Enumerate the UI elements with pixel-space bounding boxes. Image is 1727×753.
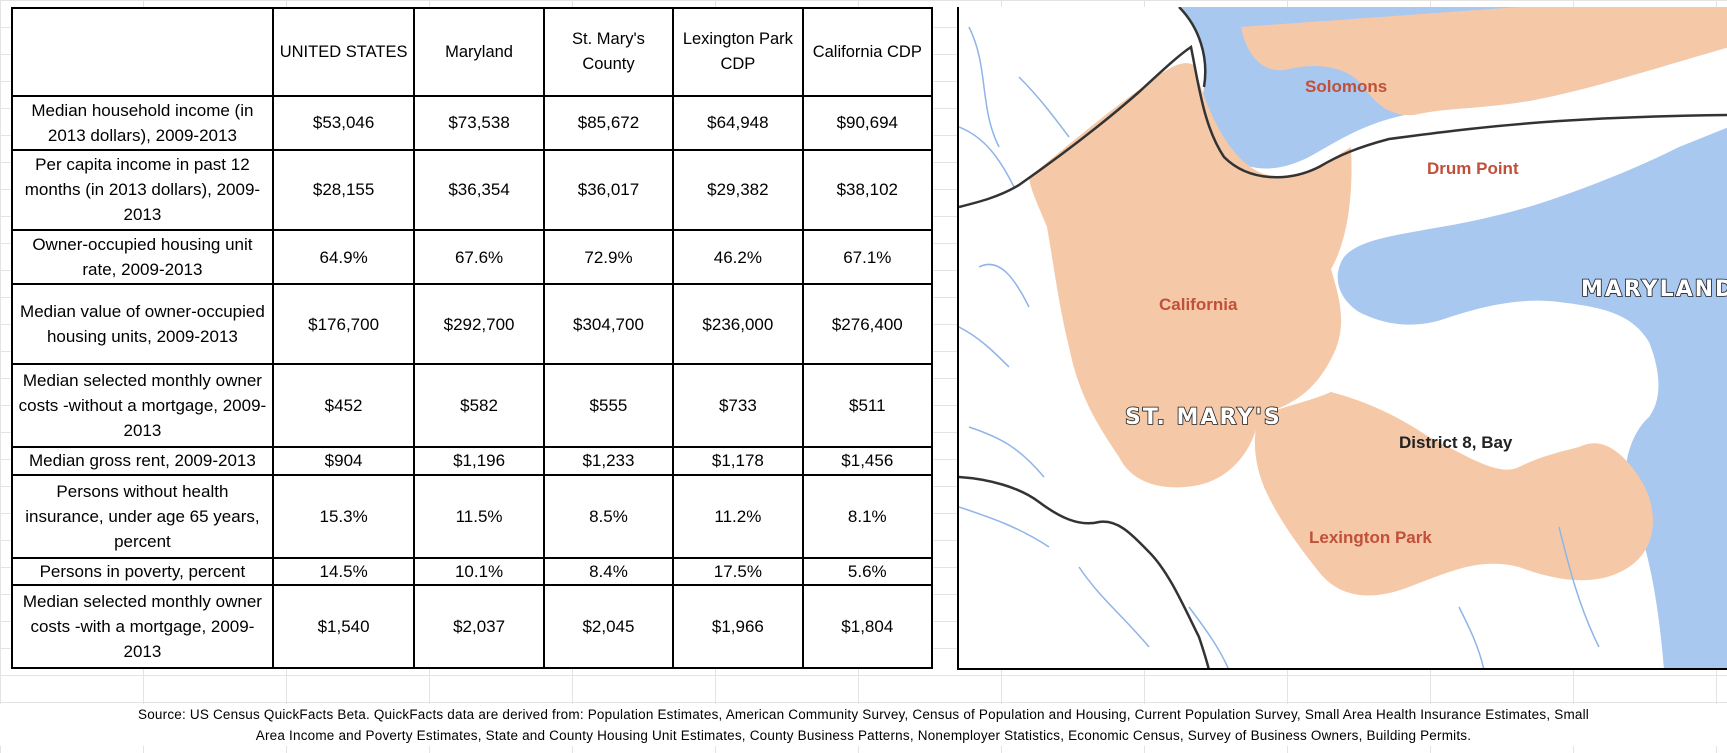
- table-row: Owner-occupied housing unit rate, 2009-2…: [11, 229, 934, 285]
- cell-value: $29,382: [672, 148, 804, 232]
- river-lines: [959, 26, 1600, 668]
- potomac-boundary: [959, 475, 1210, 668]
- cell-value: $2,037: [413, 584, 545, 669]
- cell-value: $1,196: [413, 446, 545, 476]
- cell-value: 46.2%: [672, 229, 804, 285]
- header-st-marys-county: St. Mary's County: [542, 7, 675, 97]
- cell-value: $28,155: [271, 148, 416, 232]
- calvert-boundary: [1178, 7, 1207, 88]
- row-label: Persons in poverty, percent: [11, 556, 274, 587]
- row-label: Median selected monthly owner costs -wit…: [11, 363, 274, 449]
- row-label: Per capita income in past 12 months (in …: [11, 148, 274, 232]
- cell-value: 10.1%: [413, 556, 545, 587]
- table-row: Median gross rent, 2009-2013 $904 $1,196…: [11, 446, 934, 476]
- cell-value: $53,046: [271, 95, 416, 151]
- cell-value: $90,694: [801, 95, 934, 151]
- california-place-area: [1029, 63, 1352, 488]
- label-solomons: Solomons: [1305, 77, 1388, 96]
- cell-value: $38,102: [801, 148, 934, 232]
- table-row: Persons without health insurance, under …: [11, 473, 934, 559]
- label-maryland: MARYLAND: [1580, 276, 1727, 303]
- cell-value: $1,540: [271, 584, 416, 669]
- calvert-place-area: [1241, 7, 1727, 116]
- cell-value: $582: [413, 363, 545, 449]
- cell-value: 64.9%: [271, 229, 416, 285]
- cell-value: $236,000: [672, 282, 804, 366]
- table-row: Median household income (in 2013 dollars…: [11, 95, 934, 151]
- cell-value: 5.6%: [801, 556, 934, 587]
- cell-value: $64,948: [672, 95, 804, 151]
- header-lexington-park-cdp: Lexington Park CDP: [672, 7, 804, 97]
- cell-value: $733: [672, 363, 804, 449]
- cell-value: 11.2%: [672, 473, 804, 559]
- cell-value: $555: [542, 363, 675, 449]
- cell-value: 8.4%: [542, 556, 675, 587]
- cell-value: 72.9%: [542, 229, 675, 285]
- row-label: Median value of owner-occupied housing u…: [11, 282, 274, 366]
- cell-value: $36,017: [542, 148, 675, 232]
- source-line-1: Source: US Census QuickFacts Beta. Quick…: [138, 707, 1589, 722]
- cell-value: $36,354: [413, 148, 545, 232]
- bay-water: [1181, 7, 1727, 668]
- cell-value: $1,804: [801, 584, 934, 669]
- cell-value: $176,700: [271, 282, 416, 366]
- cell-value: 8.5%: [542, 473, 675, 559]
- row-label: Median gross rent, 2009-2013: [11, 446, 274, 476]
- row-label: Median selected monthly owner costs -wit…: [11, 584, 274, 669]
- cell-value: $304,700: [542, 282, 675, 366]
- cell-value: 67.1%: [801, 229, 934, 285]
- label-california: California: [1159, 295, 1238, 314]
- st-marys-county-map: Solomons Drum Point California MARYLAND …: [957, 7, 1727, 670]
- cell-value: $1,178: [672, 446, 804, 476]
- cell-value: $2,045: [542, 584, 675, 669]
- table-row: Median selected monthly owner costs -wit…: [11, 584, 934, 669]
- cell-value: $292,700: [413, 282, 545, 366]
- table-row: Per capita income in past 12 months (in …: [11, 148, 934, 232]
- label-drum-point: Drum Point: [1427, 159, 1519, 178]
- county-boundary: [959, 44, 1727, 209]
- cell-value: 17.5%: [672, 556, 804, 587]
- cell-value: $452: [271, 363, 416, 449]
- cell-value: 15.3%: [271, 473, 416, 559]
- table-header-row: UNITED STATES Maryland St. Mary's County…: [11, 7, 934, 97]
- label-district-8-bay: District 8, Bay: [1399, 433, 1513, 452]
- cell-value: $904: [271, 446, 416, 476]
- label-st-marys: ST. MARY'S: [1124, 404, 1282, 431]
- cell-value: 8.1%: [801, 473, 934, 559]
- header-california-cdp: California CDP: [801, 7, 934, 97]
- cell-value: 67.6%: [413, 229, 545, 285]
- source-line-2: Area Income and Poverty Estimates, State…: [255, 728, 1472, 743]
- table-row: Median value of owner-occupied housing u…: [11, 282, 934, 366]
- row-label: Owner-occupied housing unit rate, 2009-2…: [11, 229, 274, 285]
- cell-value: $1,966: [672, 584, 804, 669]
- cell-value: $276,400: [801, 282, 934, 366]
- map-graphic: [959, 7, 1727, 668]
- cell-value: $511: [801, 363, 934, 449]
- lexington-park-place-area: [1254, 392, 1653, 596]
- cell-value: $73,538: [413, 95, 545, 151]
- cell-value: 14.5%: [271, 556, 416, 587]
- table-row: Median selected monthly owner costs -wit…: [11, 363, 934, 449]
- cell-value: $1,456: [801, 446, 934, 476]
- cell-value: 11.5%: [413, 473, 545, 559]
- cell-value: $85,672: [542, 95, 675, 151]
- row-label: Persons without health insurance, under …: [11, 473, 274, 559]
- cell-value: $1,233: [542, 446, 675, 476]
- header-united-states: UNITED STATES: [271, 7, 416, 97]
- table-row: Persons in poverty, percent 14.5% 10.1% …: [11, 556, 934, 587]
- header-maryland: Maryland: [413, 7, 545, 97]
- quickfacts-comparison-table: UNITED STATES Maryland St. Mary's County…: [11, 7, 934, 669]
- label-lexington-park: Lexington Park: [1309, 528, 1432, 547]
- source-note: Source: US Census QuickFacts Beta. Quick…: [0, 704, 1727, 746]
- header-empty-cell: [11, 7, 274, 97]
- row-label: Median household income (in 2013 dollars…: [11, 95, 274, 151]
